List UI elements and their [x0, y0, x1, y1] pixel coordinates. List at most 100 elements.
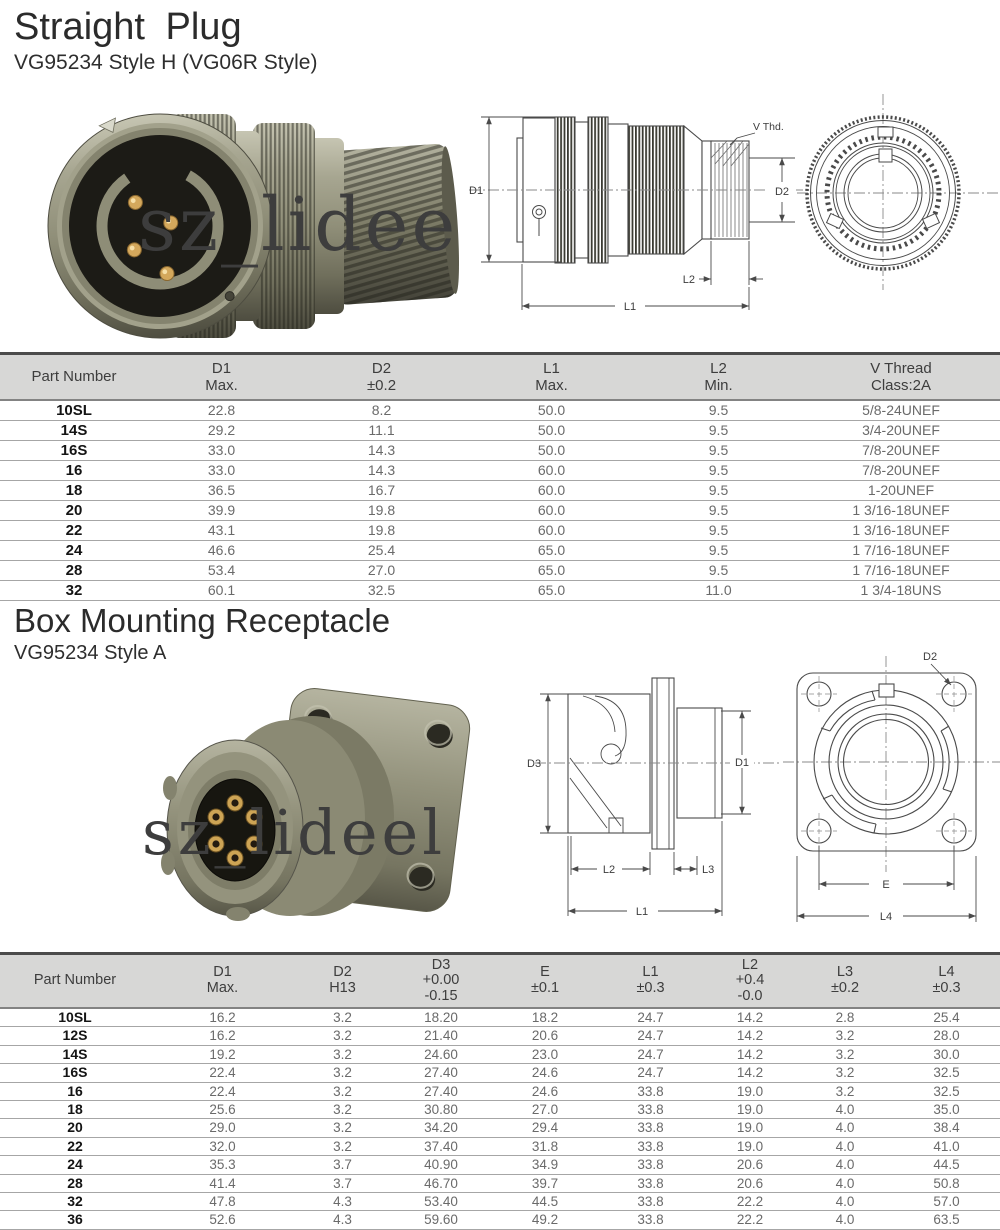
value-cell: 47.8 — [150, 1192, 295, 1212]
column-header: L4 ±0.3 — [893, 952, 1000, 1009]
value-cell: 3.2 — [295, 1100, 390, 1120]
receptacle-section-header: Box Mounting Receptacle VG95234 Style A — [14, 603, 390, 665]
value-cell: 19.0 — [703, 1100, 797, 1120]
value-cell: 35.3 — [150, 1155, 295, 1175]
value-cell: 41.0 — [893, 1137, 1000, 1157]
part-number-cell: 32 — [0, 1192, 150, 1212]
value-cell: 18.2 — [492, 1008, 598, 1028]
value-cell: 53.40 — [390, 1192, 492, 1212]
value-cell: 34.9 — [492, 1155, 598, 1175]
value-cell: 39.9 — [148, 500, 295, 521]
value-cell: 1 7/16-18UNEF — [802, 540, 1000, 561]
column-header: L3 ±0.2 — [797, 952, 893, 1009]
value-cell: 21.40 — [390, 1026, 492, 1046]
watermark-text: sz_lideel — [138, 182, 460, 268]
value-cell: 3.2 — [295, 1026, 390, 1046]
value-cell: 20.6 — [703, 1155, 797, 1175]
value-cell: 3.7 — [295, 1174, 390, 1194]
dim-label-d2: D2 — [775, 186, 789, 198]
value-cell: 29.0 — [150, 1118, 295, 1138]
plug-side-view-drawing: D1 V Thd. D2 L2 L1 — [469, 116, 803, 313]
value-cell: 50.0 — [468, 440, 635, 461]
value-cell: 18.20 — [390, 1008, 492, 1028]
column-header: L2 Min. — [635, 352, 802, 401]
value-cell: 2.8 — [797, 1008, 893, 1028]
dim-label-l3: L3 — [702, 864, 714, 876]
value-cell: 20.6 — [703, 1174, 797, 1194]
value-cell: 27.0 — [295, 560, 468, 581]
plug-title: Straight Plug — [14, 6, 242, 48]
value-cell: 33.8 — [598, 1174, 703, 1194]
value-cell: 3.2 — [295, 1008, 390, 1028]
value-cell: 11.0 — [635, 580, 802, 601]
column-header: D1 Max. — [150, 952, 295, 1009]
value-cell: 23.0 — [492, 1045, 598, 1065]
value-cell: 14.3 — [295, 440, 468, 461]
value-cell: 22.8 — [148, 400, 295, 421]
value-cell: 32.5 — [893, 1063, 1000, 1083]
dim-label-l1: L1 — [636, 906, 648, 918]
value-cell: 4.0 — [797, 1118, 893, 1138]
value-cell: 30.80 — [390, 1100, 492, 1120]
value-cell: 29.2 — [148, 420, 295, 441]
value-cell: 9.5 — [635, 560, 802, 581]
value-cell: 60.0 — [468, 520, 635, 541]
value-cell: 14.2 — [703, 1026, 797, 1046]
value-cell: 60.0 — [468, 460, 635, 481]
column-header: L1 ±0.3 — [598, 952, 703, 1009]
part-number-cell: 36 — [0, 1210, 150, 1230]
value-cell: 4.3 — [295, 1192, 390, 1212]
value-cell: 44.5 — [492, 1192, 598, 1212]
plug-knurl-ring2 — [253, 123, 315, 329]
part-number-cell: 16S — [0, 1063, 150, 1083]
plug-subtitle: VG95234 Style H (VG06R Style) — [14, 50, 318, 74]
value-cell: 3.2 — [797, 1026, 893, 1046]
value-cell: 22.4 — [150, 1082, 295, 1102]
part-number-cell: 22 — [0, 1137, 150, 1157]
value-cell: 65.0 — [468, 580, 635, 601]
part-number-cell: 10SL — [0, 400, 148, 421]
value-cell: 27.0 — [492, 1100, 598, 1120]
part-number-cell: 18 — [0, 480, 148, 501]
value-cell: 9.5 — [635, 460, 802, 481]
value-cell: 5/8-24UNEF — [802, 400, 1000, 421]
plug-pins — [126, 194, 179, 282]
part-number-cell: 32 — [0, 580, 148, 601]
value-cell: 20.6 — [492, 1026, 598, 1046]
value-cell: 50.8 — [893, 1174, 1000, 1194]
part-number-cell: 24 — [0, 1155, 150, 1175]
value-cell: 24.7 — [598, 1063, 703, 1083]
value-cell: 1 3/4-18UNS — [802, 580, 1000, 601]
value-cell: 3.2 — [295, 1045, 390, 1065]
value-cell: 32.5 — [893, 1082, 1000, 1102]
part-number-cell: 14S — [0, 1045, 150, 1065]
value-cell: 3.2 — [295, 1063, 390, 1083]
value-cell: 3.2 — [295, 1137, 390, 1157]
value-cell: 7/8-20UNEF — [802, 440, 1000, 461]
value-cell: 24.7 — [598, 1045, 703, 1065]
part-number-cell: 20 — [0, 500, 148, 521]
value-cell: 9.5 — [635, 420, 802, 441]
value-cell: 57.0 — [893, 1192, 1000, 1212]
value-cell: 4.0 — [797, 1137, 893, 1157]
value-cell: 19.0 — [703, 1118, 797, 1138]
value-cell: 3.2 — [295, 1118, 390, 1138]
value-cell: 33.8 — [598, 1210, 703, 1230]
value-cell: 8.2 — [295, 400, 468, 421]
value-cell: 14.2 — [703, 1063, 797, 1083]
value-cell: 3.2 — [797, 1063, 893, 1083]
plug-section-header: Straight Plug VG95234 Style H (VG06R Sty… — [14, 6, 318, 75]
value-cell: 14.2 — [703, 1045, 797, 1065]
value-cell: 3.2 — [295, 1082, 390, 1102]
value-cell: 25.4 — [295, 540, 468, 561]
value-cell: 1 7/16-18UNEF — [802, 560, 1000, 581]
